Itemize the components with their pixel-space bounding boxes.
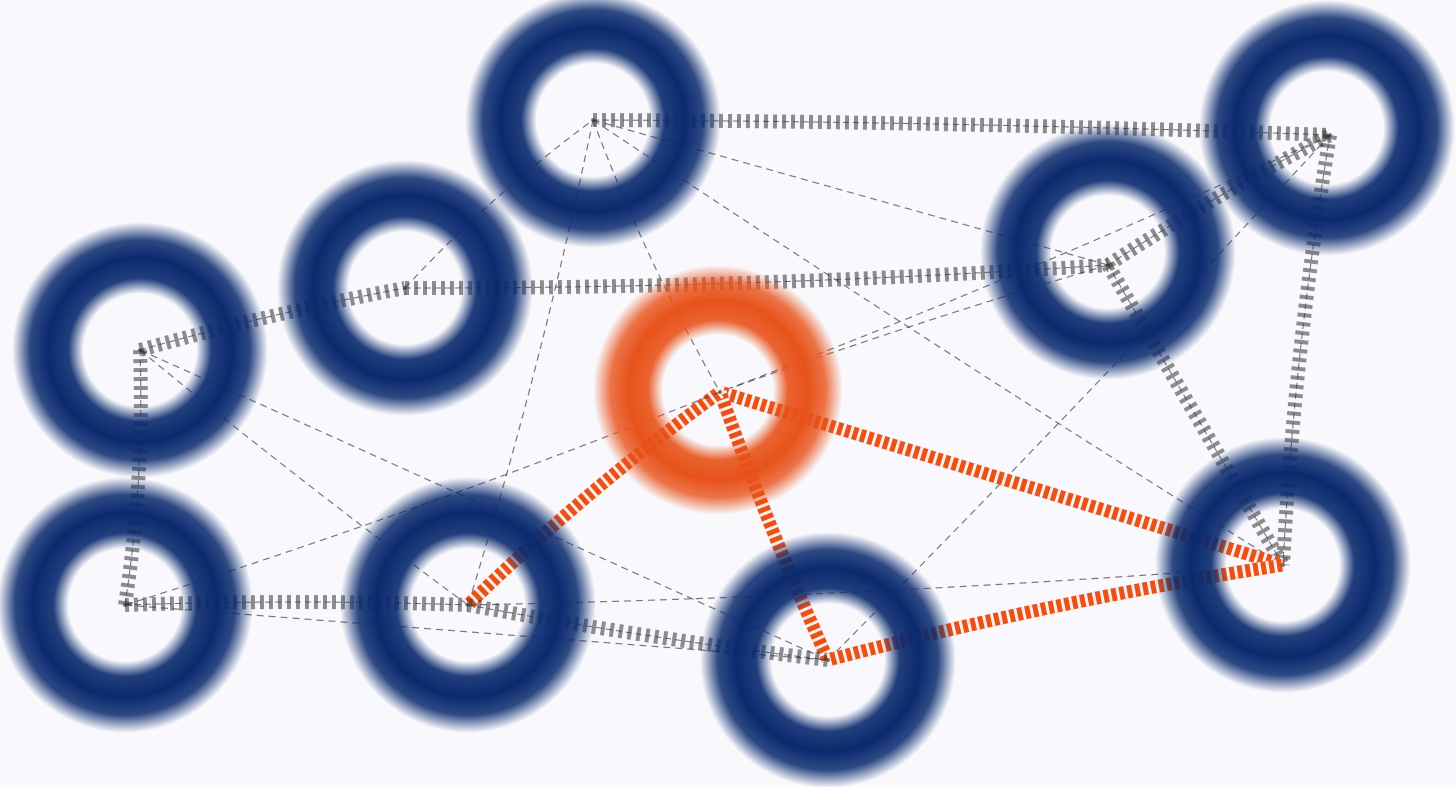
node-hub-point — [1328, 133, 1332, 137]
node-ring[interactable] — [980, 124, 1236, 380]
node-hub-point — [591, 118, 595, 122]
node-hub-point — [123, 603, 127, 607]
node-hub-point — [1106, 263, 1110, 267]
node-ring[interactable] — [465, 0, 721, 248]
node-hub-point — [718, 390, 722, 394]
highlighted-node-ring[interactable] — [593, 265, 843, 515]
node-hub-point — [403, 286, 407, 290]
node-hub-point — [1281, 563, 1285, 567]
node-hub-point — [466, 603, 470, 607]
edge-n5-n9 — [827, 134, 1331, 661]
edge-n1-n8 — [139, 349, 469, 606]
hub-layer — [123, 118, 1332, 662]
node-ring[interactable] — [1199, 0, 1455, 256]
node-hub-point — [826, 658, 830, 662]
node-hub-point — [138, 348, 142, 352]
edge-n3-n10 — [592, 119, 1284, 566]
